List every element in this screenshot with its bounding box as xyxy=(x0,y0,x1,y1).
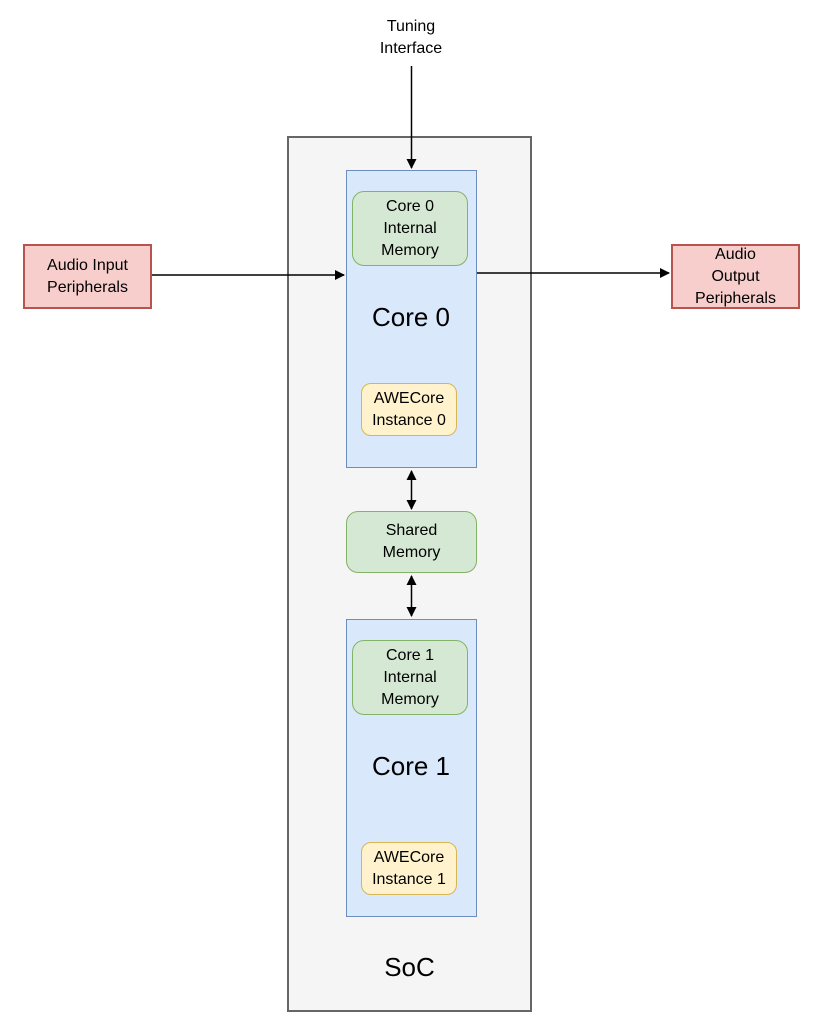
core0-internal-memory-label: Core 0 Internal Memory xyxy=(381,197,439,259)
shared-memory-label: Shared Memory xyxy=(382,522,441,561)
core1-box: Core 1 Internal Memory Core 1 AWECore In… xyxy=(346,619,477,917)
awecore-instance0-box: AWECore Instance 0 xyxy=(361,383,457,436)
core0-internal-memory-box: Core 0 Internal Memory xyxy=(352,191,468,266)
core0-box: Core 0 Internal Memory Core 0 AWECore In… xyxy=(346,170,477,468)
awecore-instance0-label: AWECore Instance 0 xyxy=(372,389,446,429)
core0-label: Core 0 xyxy=(371,302,451,332)
audio-output-peripherals-box: Audio Output Peripherals xyxy=(671,244,800,309)
soc-box: Core 0 Internal Memory Core 0 AWECore In… xyxy=(287,136,532,1012)
awecore-instance1-label: AWECore Instance 1 xyxy=(372,848,446,888)
awecore-instance1-box: AWECore Instance 1 xyxy=(361,842,457,895)
tuning-interface-label: Tuning Interface xyxy=(341,16,481,64)
tuning-interface-text: Tuning Interface xyxy=(379,18,443,57)
audio-input-peripherals-box: Audio Input Peripherals xyxy=(23,244,152,309)
core1-label: Core 1 xyxy=(371,751,451,781)
core1-internal-memory-box: Core 1 Internal Memory xyxy=(352,640,468,715)
soc-label: SoC xyxy=(384,952,435,982)
audio-input-peripherals-label: Audio Input Peripherals xyxy=(47,256,128,296)
audio-output-peripherals-label: Audio Output Peripherals xyxy=(695,245,776,307)
core1-internal-memory-label: Core 1 Internal Memory xyxy=(381,646,439,708)
shared-memory-box: Shared Memory xyxy=(346,511,477,573)
